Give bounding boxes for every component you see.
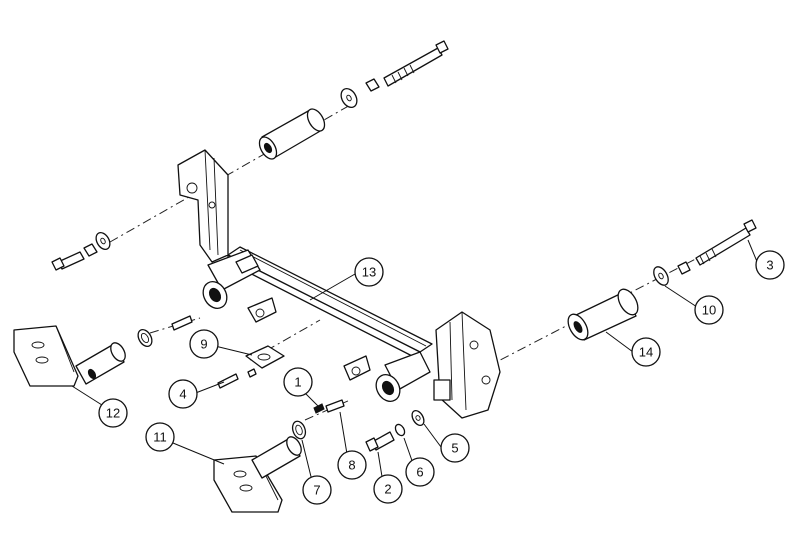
callout-7: 7 bbox=[302, 475, 332, 505]
callout-3-label: 3 bbox=[766, 258, 773, 273]
callout-1: 1 bbox=[283, 367, 313, 397]
right-mount-bracket bbox=[433, 311, 501, 419]
callout-2-label: 2 bbox=[384, 482, 391, 497]
pin-1 bbox=[313, 403, 325, 414]
callout-4: 4 bbox=[168, 379, 198, 409]
tow-tab-12 bbox=[13, 325, 126, 387]
left-mount-bracket bbox=[177, 149, 229, 263]
callout-2: 2 bbox=[373, 474, 403, 504]
callout-5-label: 5 bbox=[451, 441, 458, 456]
bushing-upper bbox=[258, 108, 326, 160]
callout-14-label: 14 bbox=[639, 345, 653, 360]
tow-tab-11 bbox=[213, 436, 302, 513]
callout-4-label: 4 bbox=[179, 387, 186, 402]
washer-upper bbox=[340, 88, 358, 108]
bolt-3 bbox=[695, 219, 757, 266]
callout-10: 10 bbox=[694, 295, 724, 325]
crossbar bbox=[202, 246, 433, 402]
bushing-right bbox=[567, 288, 639, 341]
callout-11: 11 bbox=[145, 422, 175, 452]
nut-left bbox=[83, 243, 98, 257]
callout-8-label: 8 bbox=[348, 458, 355, 473]
callout-9: 9 bbox=[189, 329, 219, 359]
washer-10 bbox=[653, 266, 669, 286]
callout-13-label: 13 bbox=[362, 265, 376, 280]
callout-6-label: 6 bbox=[416, 465, 423, 480]
callout-8: 8 bbox=[337, 450, 367, 480]
callout-1-label: 1 bbox=[294, 375, 301, 390]
callout-11-label: 11 bbox=[153, 430, 167, 445]
callout-12: 12 bbox=[98, 398, 128, 428]
clip-7 bbox=[291, 420, 307, 440]
washer-left bbox=[95, 231, 111, 251]
pin-left bbox=[171, 315, 193, 331]
callout-6: 6 bbox=[405, 457, 435, 487]
callout-13: 13 bbox=[354, 257, 384, 287]
plate-9 bbox=[245, 345, 285, 369]
callout-7-label: 7 bbox=[313, 483, 320, 498]
callout-9-label: 9 bbox=[200, 337, 207, 352]
callout-3: 3 bbox=[755, 250, 785, 280]
callout-14: 14 bbox=[631, 337, 661, 367]
lock-washer-6 bbox=[394, 423, 406, 437]
pin-8 bbox=[325, 399, 345, 413]
nut-upper bbox=[365, 78, 380, 92]
washer-5 bbox=[411, 409, 425, 427]
bolt-2 bbox=[365, 431, 395, 452]
callout-12-label: 12 bbox=[106, 406, 120, 421]
long-bolt-upper bbox=[383, 40, 449, 87]
nut-right bbox=[677, 261, 691, 275]
screw-4 bbox=[217, 368, 257, 389]
callout-10-label: 10 bbox=[702, 303, 716, 318]
bolt-left bbox=[51, 251, 85, 271]
callout-5: 5 bbox=[440, 433, 470, 463]
clip-left bbox=[137, 328, 153, 348]
